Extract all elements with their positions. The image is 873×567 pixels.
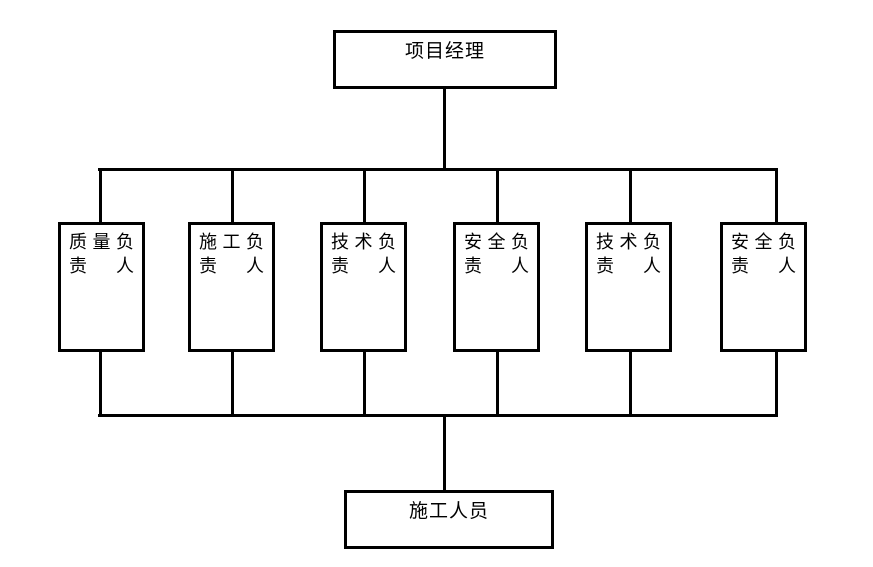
node-technical-manager-1-label: 技术负责人 [331, 232, 396, 277]
node-safety-manager-1[interactable]: 安全负责人 [453, 222, 540, 352]
node-construction-manager[interactable]: 施工负责人 [188, 222, 275, 352]
connector-drop-4 [496, 168, 499, 225]
connector-drop-6 [775, 168, 778, 225]
node-technical-manager-1[interactable]: 技术负责人 [320, 222, 407, 352]
connector-bottom-stem [443, 414, 446, 492]
node-technical-manager-2[interactable]: 技术负责人 [585, 222, 672, 352]
connector-riser-2 [231, 352, 234, 417]
connector-riser-6 [775, 352, 778, 417]
node-safety-manager-2-label: 安全负责人 [731, 232, 796, 277]
node-construction-manager-label: 施工负责人 [199, 232, 264, 277]
connector-upper-bus [98, 168, 778, 171]
node-quality-manager-label: 质量负责人 [69, 232, 134, 277]
node-quality-manager[interactable]: 质量负责人 [58, 222, 145, 352]
node-safety-manager-2[interactable]: 安全负责人 [720, 222, 807, 352]
connector-drop-2 [231, 168, 234, 225]
connector-drop-5 [629, 168, 632, 225]
connector-top-stem [443, 89, 446, 171]
connector-lower-bus [98, 414, 778, 417]
connector-drop-1 [99, 168, 102, 225]
connector-riser-5 [629, 352, 632, 417]
node-construction-personnel[interactable]: 施工人员 [344, 490, 554, 549]
node-safety-manager-1-label: 安全负责人 [464, 232, 529, 277]
node-technical-manager-2-label: 技术负责人 [596, 232, 661, 277]
node-construction-personnel-label: 施工人员 [408, 500, 489, 522]
node-project-manager[interactable]: 项目经理 [333, 30, 557, 89]
connector-riser-1 [99, 352, 102, 417]
connector-riser-4 [496, 352, 499, 417]
node-project-manager-label: 项目经理 [404, 40, 485, 62]
connector-riser-3 [363, 352, 366, 417]
connector-drop-3 [363, 168, 366, 225]
